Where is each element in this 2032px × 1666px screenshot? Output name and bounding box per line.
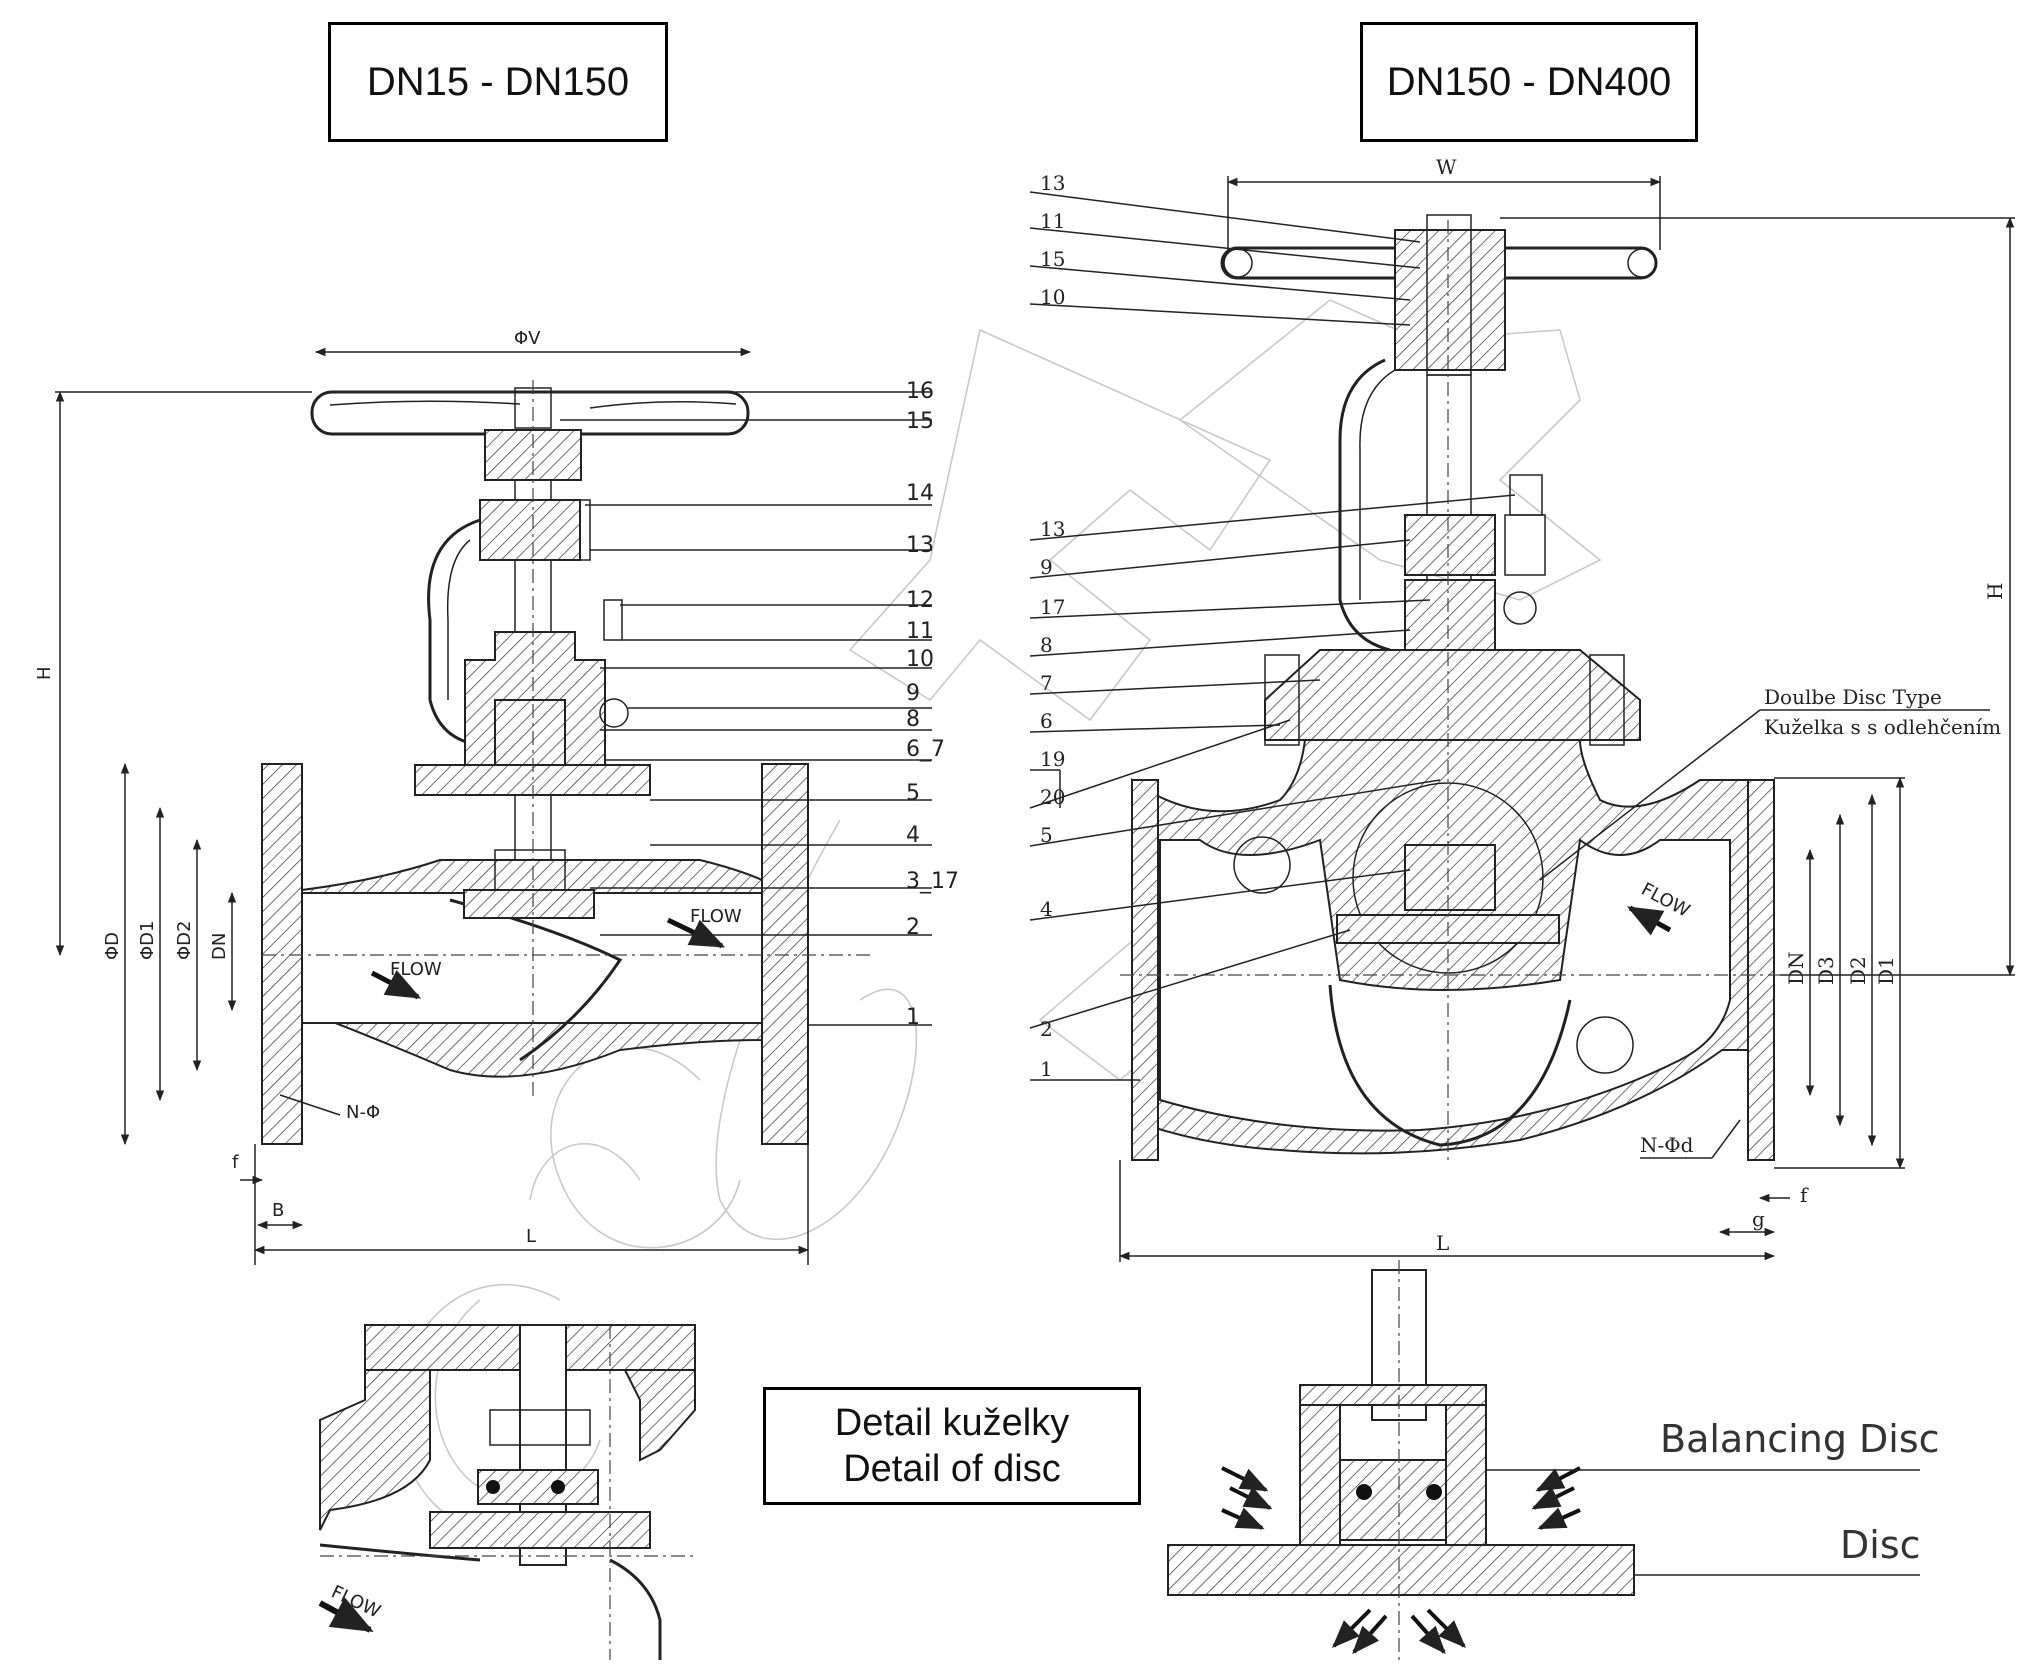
left-part-3-17: 3_17 <box>906 869 959 894</box>
detail-caption-box: Detail kuželky Detail of disc <box>763 1387 1141 1505</box>
left-dim-flange-d2: ΦD2 <box>174 921 195 960</box>
left-part-1: 1 <box>906 1005 920 1030</box>
right-part-15: 15 <box>1040 247 1065 271</box>
right-part-8: 8 <box>1040 633 1053 657</box>
right-part-1: 1 <box>1040 1057 1053 1081</box>
detail-balancing-disc-label: Balancing Disc <box>1660 1417 1940 1461</box>
left-dim-bore: DN <box>209 933 230 960</box>
right-part-7: 7 <box>1040 671 1053 695</box>
right-part-20: 20 <box>1040 785 1065 809</box>
right-size-range-box: DN150 - DN400 <box>1360 22 1698 142</box>
left-disc-detail-drawing: FLOW <box>318 1324 696 1660</box>
left-dim-length: L <box>526 1226 536 1247</box>
right-part-4: 4 <box>1040 897 1053 921</box>
left-dim-flange-d: ΦD <box>102 932 123 960</box>
right-part-6: 6 <box>1040 709 1053 733</box>
left-part-9: 9 <box>906 681 920 706</box>
right-dim-d3: D3 <box>1814 956 1838 985</box>
left-dim-flange-d1: ΦD1 <box>137 921 158 960</box>
left-dim-handwheel: ΦV <box>514 328 541 349</box>
left-part-15: 15 <box>906 409 934 434</box>
right-valve-drawing: FLOW Doulbe Disc Type Kuželka s s odlehč… <box>1029 155 2015 1262</box>
left-flow-label-2: FLOW <box>690 906 742 927</box>
right-disc-detail-drawing: Balancing Disc Disc <box>1167 1260 1940 1660</box>
right-part-19: 19 <box>1040 747 1065 771</box>
left-dim-f: f <box>232 1152 239 1173</box>
right-type-label: Doulbe Disc Type <box>1764 685 1942 709</box>
detail-caption-cz: Detail kuželky <box>834 1402 1070 1444</box>
left-part-6-7: 6_7 <box>906 737 945 762</box>
right-type-label-cz: Kuželka s s odlehčením <box>1764 715 2001 739</box>
right-part-5: 5 <box>1040 823 1053 847</box>
right-size-range-label: DN150 - DN400 <box>1386 59 1672 104</box>
right-dim-height: H <box>1983 583 2007 600</box>
right-part-13b: 13 <box>1040 517 1065 541</box>
left-size-range-box: DN15 - DN150 <box>328 22 668 142</box>
left-part-16: 16 <box>906 379 934 404</box>
left-size-range-label: DN15 - DN150 <box>366 59 630 104</box>
left-part-11: 11 <box>906 619 934 644</box>
right-dim-bolt-holes: N-Φd <box>1640 1133 1694 1157</box>
right-dim-f: f <box>1800 1183 1809 1207</box>
left-part-12: 12 <box>906 588 934 613</box>
right-part-2: 2 <box>1040 1017 1053 1041</box>
left-part-14: 14 <box>906 481 934 506</box>
detail-caption-en: Detail of disc <box>843 1448 1061 1490</box>
right-part-13a: 13 <box>1040 171 1065 195</box>
left-part-10: 10 <box>906 647 934 672</box>
right-dim-width: W <box>1436 155 1457 179</box>
left-dim-height: H <box>34 666 55 680</box>
detail-disc-label: Disc <box>1840 1523 1921 1567</box>
left-flow-label-1: FLOW <box>390 959 442 980</box>
left-part-4: 4 <box>906 823 920 848</box>
right-dim-d1: D1 <box>1874 956 1898 985</box>
right-part-11: 11 <box>1040 209 1065 233</box>
right-part-10: 10 <box>1040 285 1065 309</box>
left-dim-b: B <box>272 1200 284 1221</box>
left-dim-bolt-holes: N-Φ <box>346 1102 380 1123</box>
left-part-5: 5 <box>906 781 920 806</box>
right-part-17: 17 <box>1040 595 1065 619</box>
left-valve-drawing: FLOW FLOW ΦV H ΦD ΦD1 ΦD2 DN N-Φ f B L <box>34 328 959 1265</box>
right-dim-g: g <box>1752 1207 1765 1231</box>
right-dim-bore: DN <box>1784 951 1808 985</box>
detail-left-flow-label: FLOW <box>328 1581 384 1622</box>
right-part-9: 9 <box>1040 555 1053 579</box>
left-part-2: 2 <box>906 915 920 940</box>
left-part-8: 8 <box>906 707 920 732</box>
right-dim-length: L <box>1436 1231 1449 1255</box>
left-part-13: 13 <box>906 533 934 558</box>
right-dim-d2: D2 <box>1846 956 1870 985</box>
